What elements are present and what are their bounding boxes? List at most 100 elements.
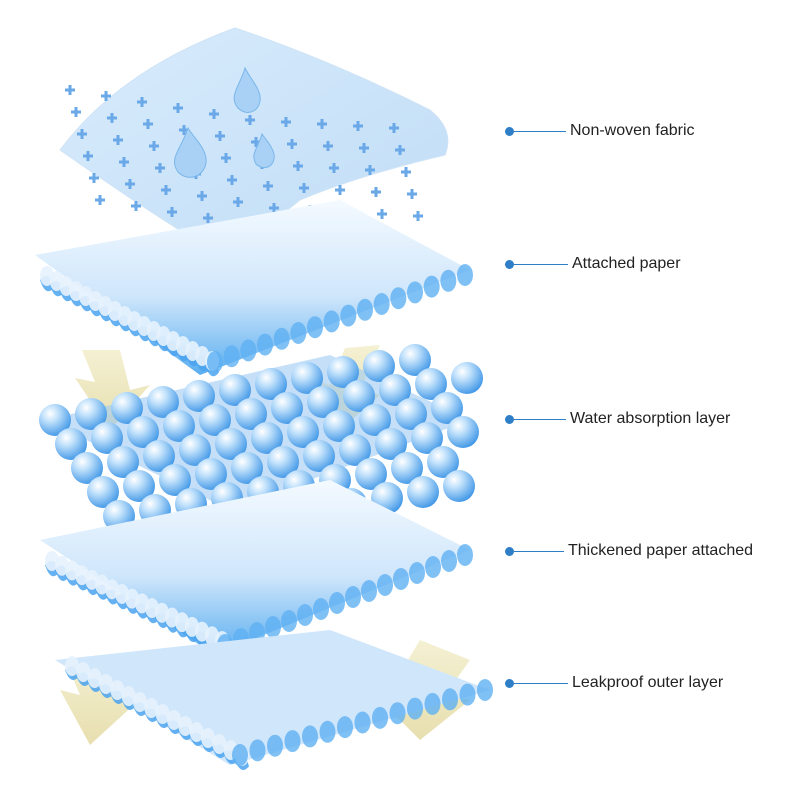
absorbent-bead	[39, 404, 71, 436]
paper-ridge-highlight	[76, 662, 91, 682]
absorbent-bead	[415, 368, 447, 400]
cross-perforation-icon	[167, 207, 177, 217]
label-non-woven-fabric: Non-woven fabric	[570, 122, 695, 139]
cross-perforation-icon	[137, 97, 147, 107]
callout-line	[514, 263, 568, 265]
paper-ridge-edge	[357, 298, 373, 321]
paper-ridge-edge	[249, 739, 266, 762]
paper-ridge-highlight	[189, 722, 204, 742]
paper-ridge-highlight	[99, 674, 113, 694]
paper-ridge-edge	[313, 598, 329, 620]
paper-ridge-highlight	[201, 728, 215, 748]
cross-perforation-icon	[353, 121, 363, 131]
absorbent-bead	[107, 446, 139, 478]
absorbent-bead	[195, 458, 227, 490]
absorbent-bead	[215, 428, 247, 460]
absorbent-bead	[447, 416, 479, 448]
cross-perforation-icon	[209, 109, 219, 119]
cross-perforation-icon	[329, 163, 339, 173]
callout-non-woven-fabric: Non-woven fabric	[505, 121, 695, 141]
absorbent-bead	[339, 434, 371, 466]
paper-ridge-edge	[267, 734, 283, 757]
cross-perforation-icon	[113, 135, 123, 145]
cross-perforation-icon	[371, 187, 381, 197]
cross-perforation-icon	[263, 181, 273, 191]
paper-ridge-edge	[223, 345, 240, 368]
absorbent-bead	[127, 416, 159, 448]
water-absorption-layer	[39, 344, 483, 556]
paper-ridge-highlight	[65, 656, 79, 676]
paper-ridge-edge	[340, 304, 357, 327]
absorbent-bead	[291, 362, 323, 394]
paper-ridge-highlight	[133, 692, 147, 712]
absorbent-bead	[379, 374, 411, 406]
cross-perforation-icon	[197, 191, 207, 201]
paper-ridge-edge	[307, 316, 323, 339]
paper-ridge-edge	[361, 580, 377, 602]
label-water-absorption-layer: Water absorption layer	[570, 410, 731, 427]
absorbent-bead	[407, 476, 439, 508]
paper-ridge-edge	[273, 327, 290, 350]
paper-ridge-edge	[240, 339, 257, 362]
cross-perforation-icon	[221, 153, 231, 163]
absorbent-bead	[199, 404, 231, 436]
absorbent-bead	[411, 422, 443, 454]
absorbent-bead	[431, 392, 463, 424]
paper-ridge-highlight	[178, 716, 193, 736]
callout-water-absorption-layer: Water absorption layer	[505, 409, 730, 429]
absorbent-bead	[451, 362, 483, 394]
cross-perforation-icon	[377, 209, 387, 219]
absorbent-bead	[359, 404, 391, 436]
paper-ridge-edge	[297, 604, 313, 626]
cross-perforation-icon	[95, 195, 105, 205]
cross-perforation-icon	[65, 85, 75, 95]
callout-dot	[505, 546, 514, 556]
cross-perforation-icon	[101, 91, 111, 101]
absorbent-bead	[87, 476, 119, 508]
paper-ridge-edge	[407, 281, 423, 304]
cross-perforation-icon	[71, 107, 81, 117]
paper-ridge-edge	[329, 592, 345, 614]
absorbent-bead	[323, 410, 355, 442]
paper-ridge-edge	[345, 586, 361, 608]
absorbent-bead	[355, 458, 387, 490]
water-drop-icon	[174, 66, 275, 178]
absorbent-bead	[251, 422, 283, 454]
label-thickened-paper-attached: Thickened paper attached	[568, 542, 754, 559]
absorbent-bead	[183, 380, 215, 412]
cross-perforation-icon	[125, 179, 135, 189]
paper-ridge-highlight	[121, 686, 136, 706]
cross-perforation-icon	[251, 137, 261, 147]
cross-perforation-icon	[143, 119, 153, 129]
cross-perforation-icon	[161, 185, 171, 195]
cross-perforation-icon	[317, 119, 327, 129]
paper-ridge-edge	[425, 556, 441, 578]
cross-perforation-icon	[227, 175, 237, 185]
absorbent-bead	[147, 386, 179, 418]
absorbent-bead	[219, 374, 251, 406]
cross-perforation-icon	[215, 131, 225, 141]
callout-line	[514, 130, 566, 132]
cross-perforation-icon	[131, 201, 141, 211]
callout-attached-paper: Attached paper	[505, 254, 681, 274]
absorbent-bead	[159, 464, 191, 496]
callout-line	[514, 682, 568, 684]
paper-ridge-edge	[284, 730, 301, 753]
absorbent-bead	[287, 416, 319, 448]
paper-ridge-edge	[323, 310, 340, 333]
paper-ridge-edge	[372, 706, 388, 729]
paper-ridge-edge	[423, 275, 440, 298]
paper-ridge-edge	[441, 550, 457, 572]
paper-ridge-edge	[390, 287, 407, 310]
paper-ridge-edge	[232, 744, 248, 766]
absorbent-bead	[443, 470, 475, 502]
absorbent-bead	[231, 452, 263, 484]
absorbent-bead	[303, 440, 335, 472]
cross-perforation-icon	[107, 113, 117, 123]
absorbent-bead	[179, 434, 211, 466]
cross-perforation-icon	[77, 129, 87, 139]
absorbent-bead	[91, 422, 123, 454]
paper-ridge-edge	[440, 269, 457, 292]
paper-ridge-highlight	[155, 704, 170, 724]
absorbent-bead	[267, 446, 299, 478]
